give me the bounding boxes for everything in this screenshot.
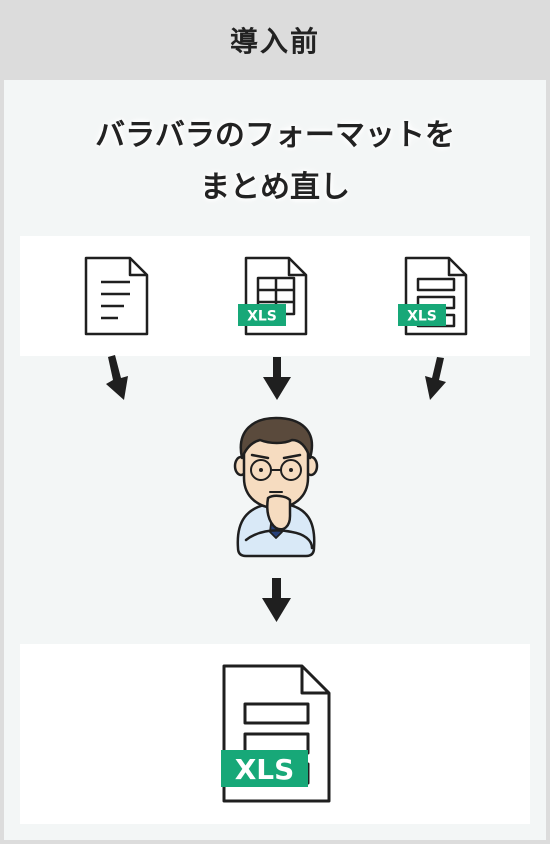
headline-line-2: まとめ直し bbox=[200, 170, 350, 205]
arrow-down-icon bbox=[263, 357, 291, 400]
xls-badge: XLS bbox=[238, 304, 286, 326]
output-xls-badge-label: XLS bbox=[235, 753, 295, 786]
spreadsheet-document-icon: XLS bbox=[238, 256, 308, 336]
arrow-down-right-icon bbox=[425, 357, 446, 400]
headline: バラバラのフォーマットを まとめ直し bbox=[0, 110, 550, 214]
output-xls-document-icon: XLS bbox=[221, 664, 331, 803]
xls-badge: XLS bbox=[221, 750, 308, 787]
headline-line-1: バラバラのフォーマットを bbox=[95, 118, 455, 153]
xls-badge-label: XLS bbox=[407, 309, 437, 325]
arrow-down-icon bbox=[262, 578, 291, 622]
section-title: 導入前 bbox=[0, 0, 550, 80]
text-document-icon bbox=[84, 256, 149, 336]
xls-badge-label: XLS bbox=[247, 309, 277, 325]
form-document-icon: XLS bbox=[398, 256, 468, 336]
arrow-down-left-icon bbox=[106, 355, 128, 400]
thinking-person-icon bbox=[233, 416, 319, 558]
xls-badge: XLS bbox=[398, 304, 446, 326]
